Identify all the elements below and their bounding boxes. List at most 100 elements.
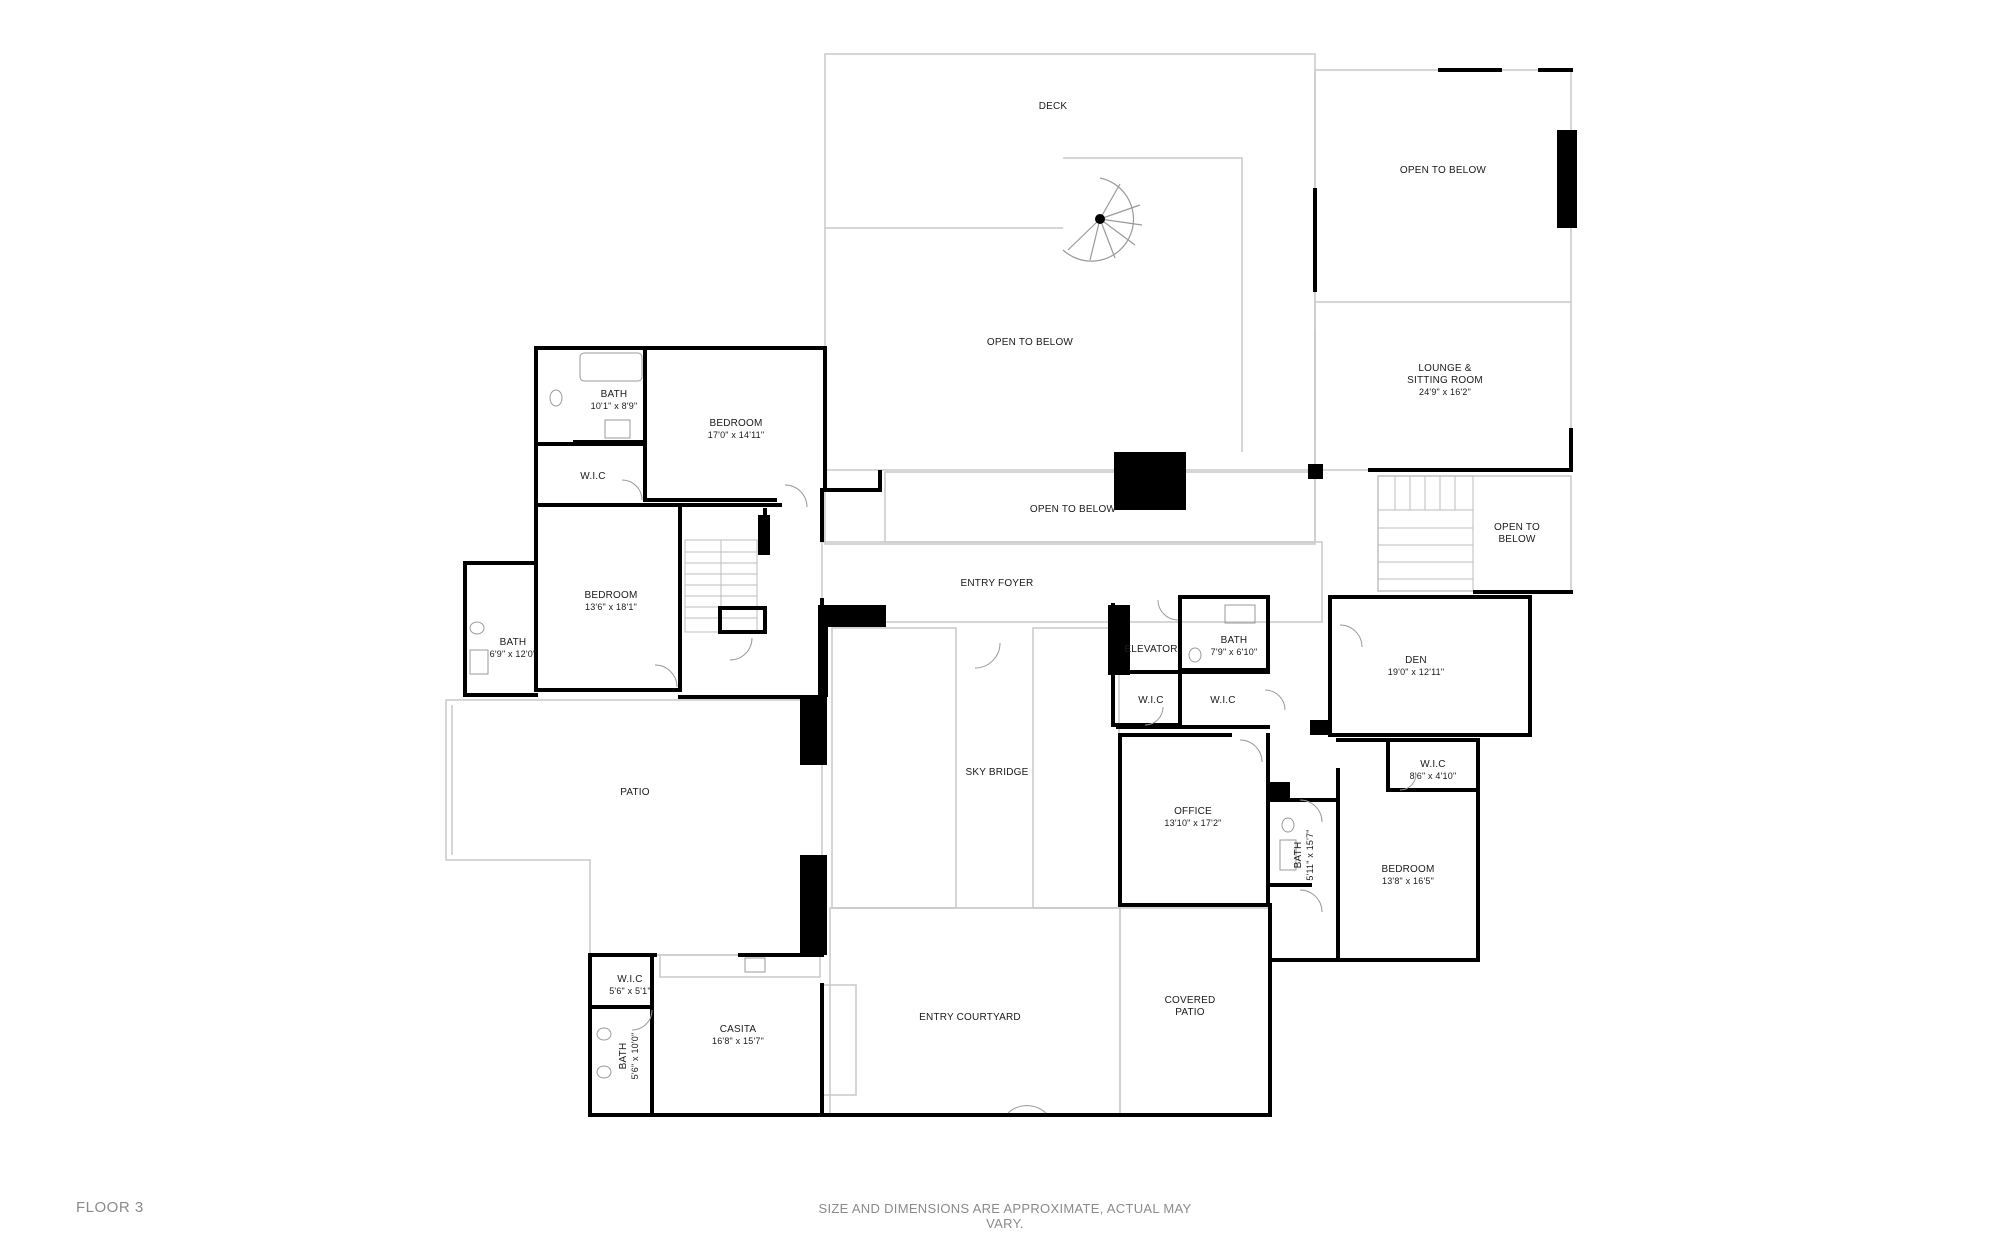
column-foyer-left: [818, 605, 886, 627]
sink-icon: [1224, 604, 1256, 624]
open-below-box: [1063, 157, 1243, 452]
walls: [463, 68, 1573, 1117]
room-dims-casita: 16'8" x 15'7": [712, 1036, 764, 1046]
door-swing: [621, 479, 643, 501]
wall-den: [1328, 595, 1532, 737]
spiral-step-2: [1099, 218, 1143, 226]
column-bath-east: [1268, 782, 1290, 802]
sink-icon: [604, 419, 631, 439]
room-label-bath-nw: BATH: [601, 389, 628, 400]
room-dims-bath-casita: 5'6" x 10'0": [630, 1033, 640, 1080]
room-dims-bath-nw: 10'1" x 8'9": [591, 401, 638, 411]
room-dims-bath-w: 6'9" x 12'0": [490, 649, 537, 659]
stair-open-outline: [1377, 475, 1572, 592]
fixtures: [469, 352, 1297, 1079]
sink-icon: [1279, 839, 1297, 871]
entry-foyer-outline: [821, 541, 1323, 623]
room-label-entry-foyer: ENTRY FOYER: [961, 578, 1034, 589]
tub-nw: [579, 352, 643, 382]
door-swing: [784, 484, 808, 508]
door-swing: [974, 642, 1001, 669]
casita-bay-outline: [821, 984, 857, 1096]
door-swing: [1264, 689, 1286, 711]
spiral-step-1: [1099, 204, 1141, 220]
door-swing: [1007, 1105, 1047, 1114]
spiral-step-7: [1099, 183, 1121, 220]
toilet-icon: [549, 389, 563, 407]
room-label-wic-east: W.I.C: [1420, 759, 1445, 770]
room-dims-bedroom-east: 13'8" x 16'5": [1382, 876, 1434, 886]
room-label-wic-casita: W.I.C: [617, 974, 642, 985]
room-label-patio: PATIO: [620, 787, 650, 798]
room-label-bedroom-nw: BEDROOM: [709, 418, 762, 429]
toilet-icon: [596, 1027, 612, 1041]
room-label-deck: DECK: [1039, 101, 1068, 112]
room-dims-den: 19'0" x 12'11": [1388, 667, 1445, 677]
room-label-wic-center-right: W.I.C: [1210, 695, 1235, 706]
door-swings: [621, 479, 1417, 1114]
column-patio-lower: [800, 855, 827, 955]
door-swing: [1144, 706, 1164, 726]
door-swing: [654, 664, 678, 688]
room-dims-wic-casita: 5'6" x 5'1": [609, 986, 651, 996]
room-dims-wic-east: 8'6" x 4'10": [1410, 771, 1457, 781]
disclaimer-text: SIZE AND DIMENSIONS ARE APPROXIMATE, ACT…: [818, 1201, 1192, 1231]
sink-icon: [469, 649, 489, 675]
spiral-stair-arc: [1062, 177, 1135, 262]
sky-bridge-right-outline: [1032, 627, 1120, 909]
column-deck: [1114, 452, 1186, 510]
room-label-entry-courtyard: ENTRY COURTYARD: [919, 1012, 1021, 1023]
column-upper-right: [1557, 130, 1577, 228]
room-label-bath-east: BATH: [1293, 842, 1304, 869]
column-patio-upper: [800, 697, 827, 765]
door-swing: [1299, 799, 1323, 823]
spiral-step-4: [1099, 218, 1116, 259]
room-dims-bedroom-w: 13'6" x 18'1": [585, 602, 637, 612]
spiral-stair: [1062, 177, 1143, 262]
room-dims-office: 13'10" x 17'2": [1164, 818, 1221, 828]
casita-sink: [744, 957, 766, 973]
patio-outline: [445, 699, 823, 956]
entry-courtyard-outline: [829, 907, 1121, 1115]
wall-stair-box: [718, 606, 767, 634]
wall-hall-notch: [823, 470, 882, 492]
room-label-sky-bridge: SKY BRIDGE: [966, 767, 1029, 778]
room-label-den: DEN: [1405, 655, 1427, 666]
room-label-bath-east-group: BATH 5'11" x 15'7": [1293, 829, 1315, 880]
door-swing: [1239, 739, 1263, 763]
room-label-open-below-hall: OPEN TO BELOW: [1030, 504, 1117, 515]
room-label-covered-patio: COVERED: [1165, 995, 1216, 1006]
room-label-office: OFFICE: [1174, 806, 1212, 817]
door-swing: [1299, 889, 1323, 913]
room-label-lounge-2: SITTING ROOM: [1407, 375, 1483, 386]
room-label-covered-patio-2: PATIO: [1175, 1007, 1205, 1018]
wall-bath-w: [463, 561, 538, 697]
toilet-icon: [1281, 817, 1295, 833]
room-label-bedroom-east: BEDROOM: [1381, 864, 1434, 875]
column-foyer-left-2: [818, 605, 828, 697]
room-label-wic-nw: W.I.C: [580, 471, 605, 482]
column-elevator: [1108, 605, 1130, 675]
wall-office: [1118, 733, 1267, 907]
wall-nw-top-2: [643, 346, 827, 492]
solid-masses: [758, 130, 1577, 955]
column-west: [758, 515, 770, 555]
room-label-open-below-stair-2: BELOW: [1498, 534, 1535, 545]
wall-bath-east: [1268, 798, 1340, 962]
door-swing: [1339, 624, 1363, 648]
door-swing: [1157, 599, 1179, 621]
room-label-bath-casita: BATH: [618, 1043, 629, 1070]
room-labels: DECK OPEN TO BELOW OPEN TO BELOW LOUNGE …: [490, 101, 1540, 1079]
room-dims-bath-center: 7'9" x 6'10": [1211, 647, 1258, 657]
room-label-open-below-center: OPEN TO BELOW: [987, 337, 1074, 348]
column-den: [1310, 720, 1332, 735]
spiral-stair-center: [1095, 214, 1105, 224]
toilet-icon: [469, 621, 485, 635]
room-label-bedroom-w: BEDROOM: [584, 590, 637, 601]
upper-right-open-outline: [1314, 69, 1572, 471]
room-label-elevator: ELEVATOR: [1124, 644, 1177, 655]
room-dims-bedroom-nw: 17'0" x 14'11": [708, 430, 765, 440]
casita-counter: [659, 954, 821, 978]
floor-label: FLOOR 3: [76, 1199, 144, 1216]
